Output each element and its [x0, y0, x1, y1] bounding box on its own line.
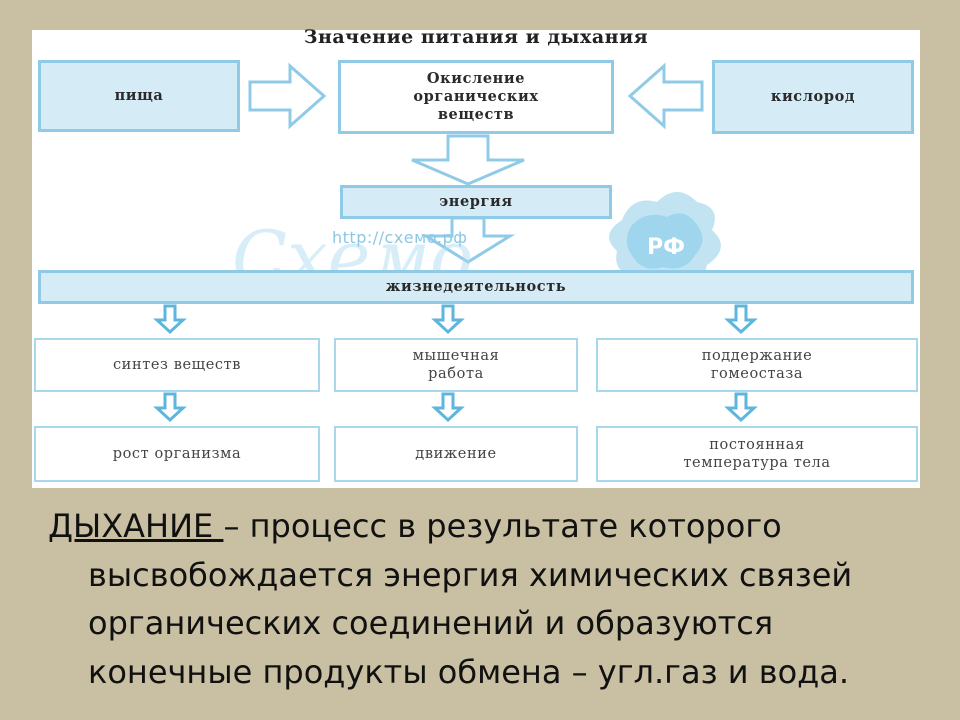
temperature-line-1: постоянная — [709, 437, 805, 453]
box-oxygen: кислород — [712, 60, 914, 134]
definition-line-3: органических соединений и образуются — [88, 604, 774, 642]
oxidation-line-2: органических — [413, 88, 539, 105]
muscle-line-1: мышечная — [412, 348, 500, 364]
arrow-small-2b — [431, 392, 465, 423]
oxidation-line-1: Окисление — [426, 70, 526, 87]
oxidation-line-3: веществ — [437, 106, 515, 123]
temperature-line-2: температура тела — [683, 455, 831, 471]
arrow-small-3a — [724, 304, 758, 335]
box-oxygen-label: кислород — [770, 88, 856, 105]
arrow-small-2a — [431, 304, 465, 335]
box-food: пища — [38, 60, 240, 132]
homeostasis-line-2: гомеостаза — [710, 366, 804, 382]
watermark-url: http://схемо.рф — [332, 228, 468, 247]
arrow-small-1a — [153, 304, 187, 335]
definition-line-1-text: – процесс в результате которого — [223, 507, 782, 545]
arrow-energy-to-vital — [420, 216, 516, 264]
box-body-temperature: постоянная температура тела — [596, 426, 918, 482]
box-movement-label: движение — [415, 446, 497, 462]
definition-text: ДЫХАНИЕ – процесс в результате которого … — [48, 502, 928, 696]
definition-term: ДЫХАНИЕ — [48, 507, 224, 545]
box-vital-activity: жизнедеятельность — [38, 270, 914, 304]
box-food-label: пища — [114, 87, 164, 104]
box-growth: рост организма — [34, 426, 320, 482]
muscle-line-2: работа — [428, 366, 484, 382]
watermark-rf-text: РФ — [647, 235, 685, 260]
box-homeostasis: поддержание гомеостаза — [596, 338, 918, 392]
arrow-small-1b — [153, 392, 187, 423]
arrow-small-3b — [724, 392, 758, 423]
arrow-oxygen-to-oxidation — [627, 62, 704, 130]
box-growth-label: рост организма — [112, 446, 242, 462]
box-muscle-work: мышечная работа — [334, 338, 578, 392]
definition-line-2: высвобождается энергия химических связей — [88, 555, 853, 594]
definition-line-4: конечные продукты обмена – угл.газ и вод… — [88, 652, 850, 691]
box-synthesis: синтез веществ — [34, 338, 320, 392]
definition-line-1: ДЫХАНИЕ – процесс в результате которого — [48, 502, 928, 551]
homeostasis-line-1: поддержание — [701, 348, 813, 364]
box-vital-activity-label: жизнедеятельность — [385, 278, 567, 295]
box-synthesis-label: синтез веществ — [112, 357, 242, 373]
arrow-oxidation-to-energy — [411, 134, 525, 186]
box-movement: движение — [334, 426, 578, 482]
arrow-food-to-oxidation — [248, 62, 327, 130]
diagram-title: Значение питания и дыхания — [303, 26, 649, 48]
diagram-panel: Значение питания и дыхания РФ Схемо http… — [32, 26, 920, 488]
box-energy-label: энергия — [439, 193, 513, 210]
box-energy: энергия — [340, 185, 612, 219]
box-oxidation: Окисление органических веществ — [338, 60, 614, 134]
